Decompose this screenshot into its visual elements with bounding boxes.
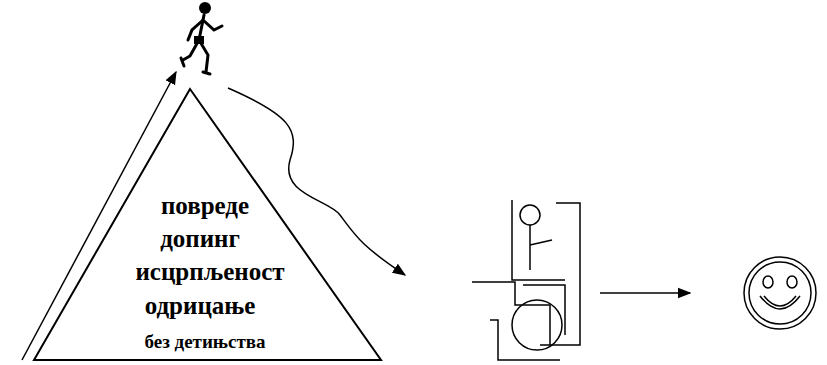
pyramid-item: одрицање: [145, 293, 256, 318]
node-outline: [30, 85, 385, 363]
runner-figure: [181, 2, 222, 74]
result-arrow: [600, 292, 690, 294]
wheelchair-figure: [472, 200, 580, 360]
pyramid-item: допинг: [160, 226, 240, 251]
smiley-face: [744, 257, 816, 329]
pyramid-item: без детињства: [144, 332, 265, 351]
pyramid-item: повреде: [161, 193, 249, 218]
pyramid-triangle: повреде допинг исцрпљеност одрицање без дети…: [30, 85, 385, 363]
pyramid-item: исцрпљеност: [135, 259, 284, 284]
